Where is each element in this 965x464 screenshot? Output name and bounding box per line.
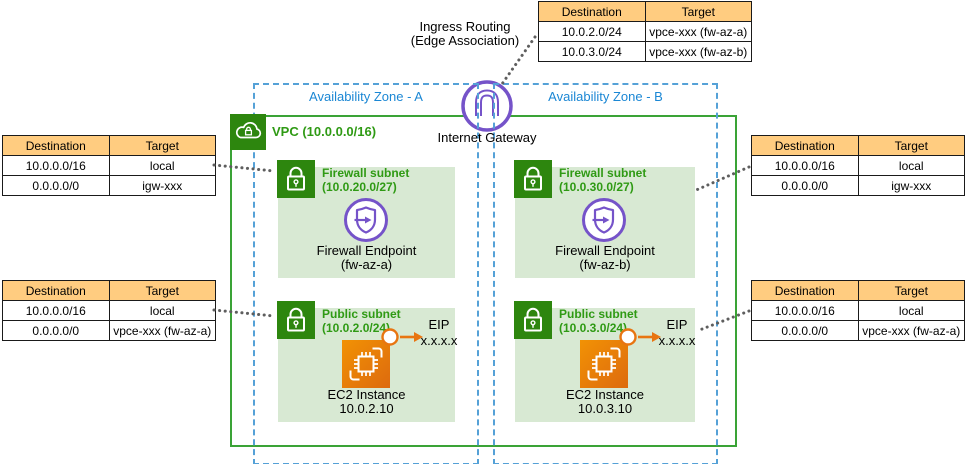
ingress-routing-line2: (Edge Association) (410, 33, 520, 48)
subnet-title-line: Firewall subnet (322, 166, 410, 180)
route-table-row: 0.0.0.0/0 igw-xxx (752, 175, 964, 195)
eip-title: EIP (666, 317, 688, 332)
firewall-subnet-a-title: Firewall subnet (10.0.20.0/27) (322, 166, 409, 194)
eip-attachment-icon (619, 328, 637, 346)
private-subnet-lock-icon (277, 301, 315, 339)
firewall-endpoint-icon (580, 196, 628, 244)
route-table-row: 0.0.0.0/0 igw-xxx (3, 175, 215, 195)
route-table-header-destination: Destination (752, 281, 859, 300)
route-table-row: 10.0.0.0/16 local (3, 155, 215, 175)
route-table-header-destination: Destination (539, 2, 646, 21)
availability-zone-a-label: Availability Zone - A (309, 89, 423, 104)
eip-b-label: EIP x.x.x.x (654, 317, 700, 349)
endpoint-name: (fw-az-a) (340, 257, 393, 272)
route-target: igw-xxx (142, 178, 183, 193)
subnet-cidr: (10.0.3.0/24) (559, 321, 628, 335)
route-destination: 10.0.2.0/24 (539, 22, 646, 41)
firewall-endpoint-a-label: Firewall Endpoint (fw-az-a) (278, 244, 455, 272)
route-table-az-b-public: Destination Target 10.0.0.0/16 local 0.0… (751, 280, 965, 341)
route-table-header-row: Destination Target (752, 136, 964, 155)
instance-label-line: EC2 Instance (327, 387, 406, 402)
subnet-title-line: Public subnet (322, 307, 401, 321)
route-target: vpce-xxx (fw-az-a) (649, 24, 748, 39)
ec2-instance-icon (342, 340, 390, 388)
internet-gateway-label: Internet Gateway (437, 130, 537, 145)
ec2-instance-icon (580, 340, 628, 388)
route-destination: 10.0.0.0/16 (752, 301, 859, 320)
route-target: igw-xxx (891, 178, 932, 193)
route-table-header-target: Target (109, 281, 215, 300)
route-table-row: 0.0.0.0/0 vpce-xxx (fw-az-a) (3, 320, 215, 340)
instance-ip: 10.0.2.10 (339, 401, 394, 416)
instance-ip: 10.0.3.10 (577, 401, 633, 416)
endpoint-name: (fw-az-b) (579, 257, 631, 272)
subnet-cidr: (10.0.20.0/27) (322, 180, 397, 194)
subnet-title-line: Firewall subnet (559, 166, 647, 180)
instance-label-line: EC2 Instance (565, 387, 645, 402)
subnet-title-line: Public subnet (559, 307, 638, 321)
eip-attachment-icon (381, 328, 399, 346)
route-table-header-target: Target (645, 2, 751, 21)
public-subnet-b-title: Public subnet (10.0.3.0/24) (559, 307, 638, 335)
route-table-header-target: Target (858, 136, 964, 155)
route-table-header-row: Destination Target (539, 2, 751, 21)
route-destination: 10.0.0.0/16 (3, 156, 110, 175)
private-subnet-lock-icon (277, 160, 315, 198)
route-table-header-row: Destination Target (3, 281, 215, 300)
route-destination: 0.0.0.0/0 (3, 321, 110, 340)
route-target: local (149, 158, 175, 173)
route-destination: 10.0.3.0/24 (539, 42, 646, 61)
route-table-header-destination: Destination (3, 136, 110, 155)
route-table-az-a-firewall: Destination Target 10.0.0.0/16 local 0.0… (2, 135, 216, 196)
public-subnet-a-title: Public subnet (10.0.2.0/24) (322, 307, 401, 335)
route-target: local (149, 303, 175, 318)
ingress-routing-line1: Ingress Routing (419, 19, 511, 34)
firewall-endpoint-icon (342, 196, 390, 244)
availability-zone-b-label: Availability Zone - B (548, 89, 663, 104)
subnet-cidr: (10.0.30.0/27) (559, 180, 634, 194)
route-table-row: 10.0.2.0/24 vpce-xxx (fw-az-a) (539, 21, 751, 41)
route-table-header-destination: Destination (3, 281, 110, 300)
route-table-row: 10.0.0.0/16 local (752, 155, 964, 175)
vpc-icon (230, 114, 266, 150)
vpc-label: VPC (10.0.0.0/16) (272, 124, 377, 139)
private-subnet-lock-icon (514, 160, 552, 198)
ingress-routing-label: Ingress Routing (Edge Association) (404, 20, 526, 48)
route-table-header-destination: Destination (752, 136, 859, 155)
route-table-row: 10.0.0.0/16 local (752, 300, 964, 320)
private-subnet-lock-icon (514, 301, 552, 339)
eip-a-label: EIP x.x.x.x (416, 317, 462, 349)
route-destination: 0.0.0.0/0 (752, 176, 859, 195)
ec2-instance-a-label: EC2 Instance 10.0.2.10 (278, 388, 455, 416)
route-target: vpce-xxx (fw-az-b) (649, 44, 748, 59)
route-table-header-target: Target (858, 281, 964, 300)
eip-title: EIP (428, 317, 450, 332)
route-destination: 10.0.0.0/16 (752, 156, 859, 175)
route-destination: 0.0.0.0/0 (3, 176, 110, 195)
endpoint-label-line: Firewall Endpoint (316, 243, 417, 258)
route-table-header-row: Destination Target (752, 281, 964, 300)
route-table-az-a-public: Destination Target 10.0.0.0/16 local 0.0… (2, 280, 216, 341)
route-table-header-row: Destination Target (3, 136, 215, 155)
ec2-instance-b-label: EC2 Instance 10.0.3.10 (515, 388, 695, 416)
firewall-endpoint-b-label: Firewall Endpoint (fw-az-b) (515, 244, 695, 272)
route-table-row: 0.0.0.0/0 vpce-xxx (fw-az-a) (752, 320, 964, 340)
subnet-cidr: (10.0.2.0/24) (322, 321, 391, 335)
route-target: local (898, 158, 924, 173)
route-table-row: 10.0.0.0/16 local (3, 300, 215, 320)
route-target: vpce-xxx (fw-az-a) (862, 323, 961, 338)
route-table-row: 10.0.3.0/24 vpce-xxx (fw-az-b) (539, 41, 751, 61)
route-target: local (898, 303, 924, 318)
route-target: vpce-xxx (fw-az-a) (113, 323, 212, 338)
endpoint-label-line: Firewall Endpoint (555, 243, 655, 258)
route-destination: 10.0.0.0/16 (3, 301, 110, 320)
route-table-header-target: Target (109, 136, 215, 155)
eip-value: x.x.x.x (420, 333, 458, 348)
route-table-az-b-firewall: Destination Target 10.0.0.0/16 local 0.0… (751, 135, 965, 196)
route-table-ingress: Destination Target 10.0.2.0/24 vpce-xxx … (538, 1, 752, 62)
firewall-subnet-b-title: Firewall subnet (10.0.30.0/27) (559, 166, 646, 194)
route-destination: 0.0.0.0/0 (752, 321, 859, 340)
eip-value: x.x.x.x (658, 333, 696, 348)
